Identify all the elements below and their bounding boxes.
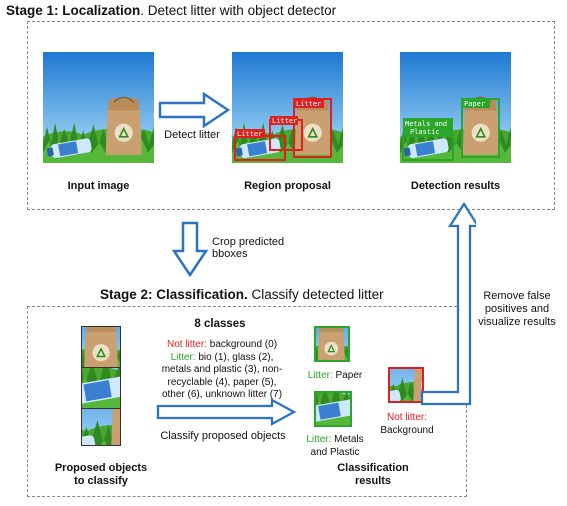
proposed-objects-label: Proposed objects to classify	[54, 462, 148, 487]
detection-results-image: Paper Metals and Plastic	[400, 52, 511, 163]
proposed-crop-bottle	[82, 367, 120, 408]
detection-box-label-metals: Metals and	[405, 120, 447, 128]
region-box-label-3: Litter	[237, 130, 262, 138]
proposed-crop-background	[82, 408, 120, 445]
crop-label: Crop predicted bboxes	[212, 236, 285, 260]
result-background-label: Not litter: Background	[380, 412, 434, 436]
result-paper-crop	[314, 326, 350, 362]
region-proposal-label: Region proposal	[244, 180, 331, 192]
result-paper-label: Litter: Paper	[307, 370, 363, 381]
stage1-box	[27, 21, 555, 210]
input-image-label: Input image	[67, 180, 130, 192]
result-metals-label: Litter: Metals and Plastic	[306, 434, 364, 458]
crop-arrow	[172, 221, 208, 277]
detect-arrow	[158, 92, 230, 128]
detect-arrow-label: Detect litter	[164, 129, 220, 141]
region-proposal-image: Litter Litter Litter	[232, 52, 343, 163]
stage1-title: Stage 1: Localization. Detect litter wit…	[6, 3, 337, 18]
stage2-title: Stage 2: Classification. Classify detect…	[100, 287, 384, 302]
detection-box-label-plastic: Plastic	[410, 128, 440, 136]
classes-list: Not litter: background (0) Litter: bio (…	[161, 339, 283, 400]
detection-box-label-paper: Paper	[464, 100, 485, 108]
classification-results-label: Classification results	[337, 462, 409, 487]
detection-results-label: Detection results	[410, 180, 501, 192]
proposed-crop-paper	[82, 327, 120, 367]
proposed-objects-stack	[81, 326, 121, 446]
remove-false-positives-label: Remove false positives and visualize res…	[478, 290, 556, 328]
result-background-crop	[388, 367, 424, 403]
region-box-label-1: Litter	[296, 100, 321, 108]
result-metals-crop	[314, 391, 352, 427]
remove-false-positives-arrow	[420, 201, 476, 406]
classify-arrow	[156, 398, 297, 426]
input-image	[43, 52, 154, 163]
classify-arrow-label: Classify proposed objects	[160, 430, 286, 442]
classes-title: 8 classes	[194, 318, 246, 330]
region-box-label-2: Litter	[272, 117, 297, 125]
